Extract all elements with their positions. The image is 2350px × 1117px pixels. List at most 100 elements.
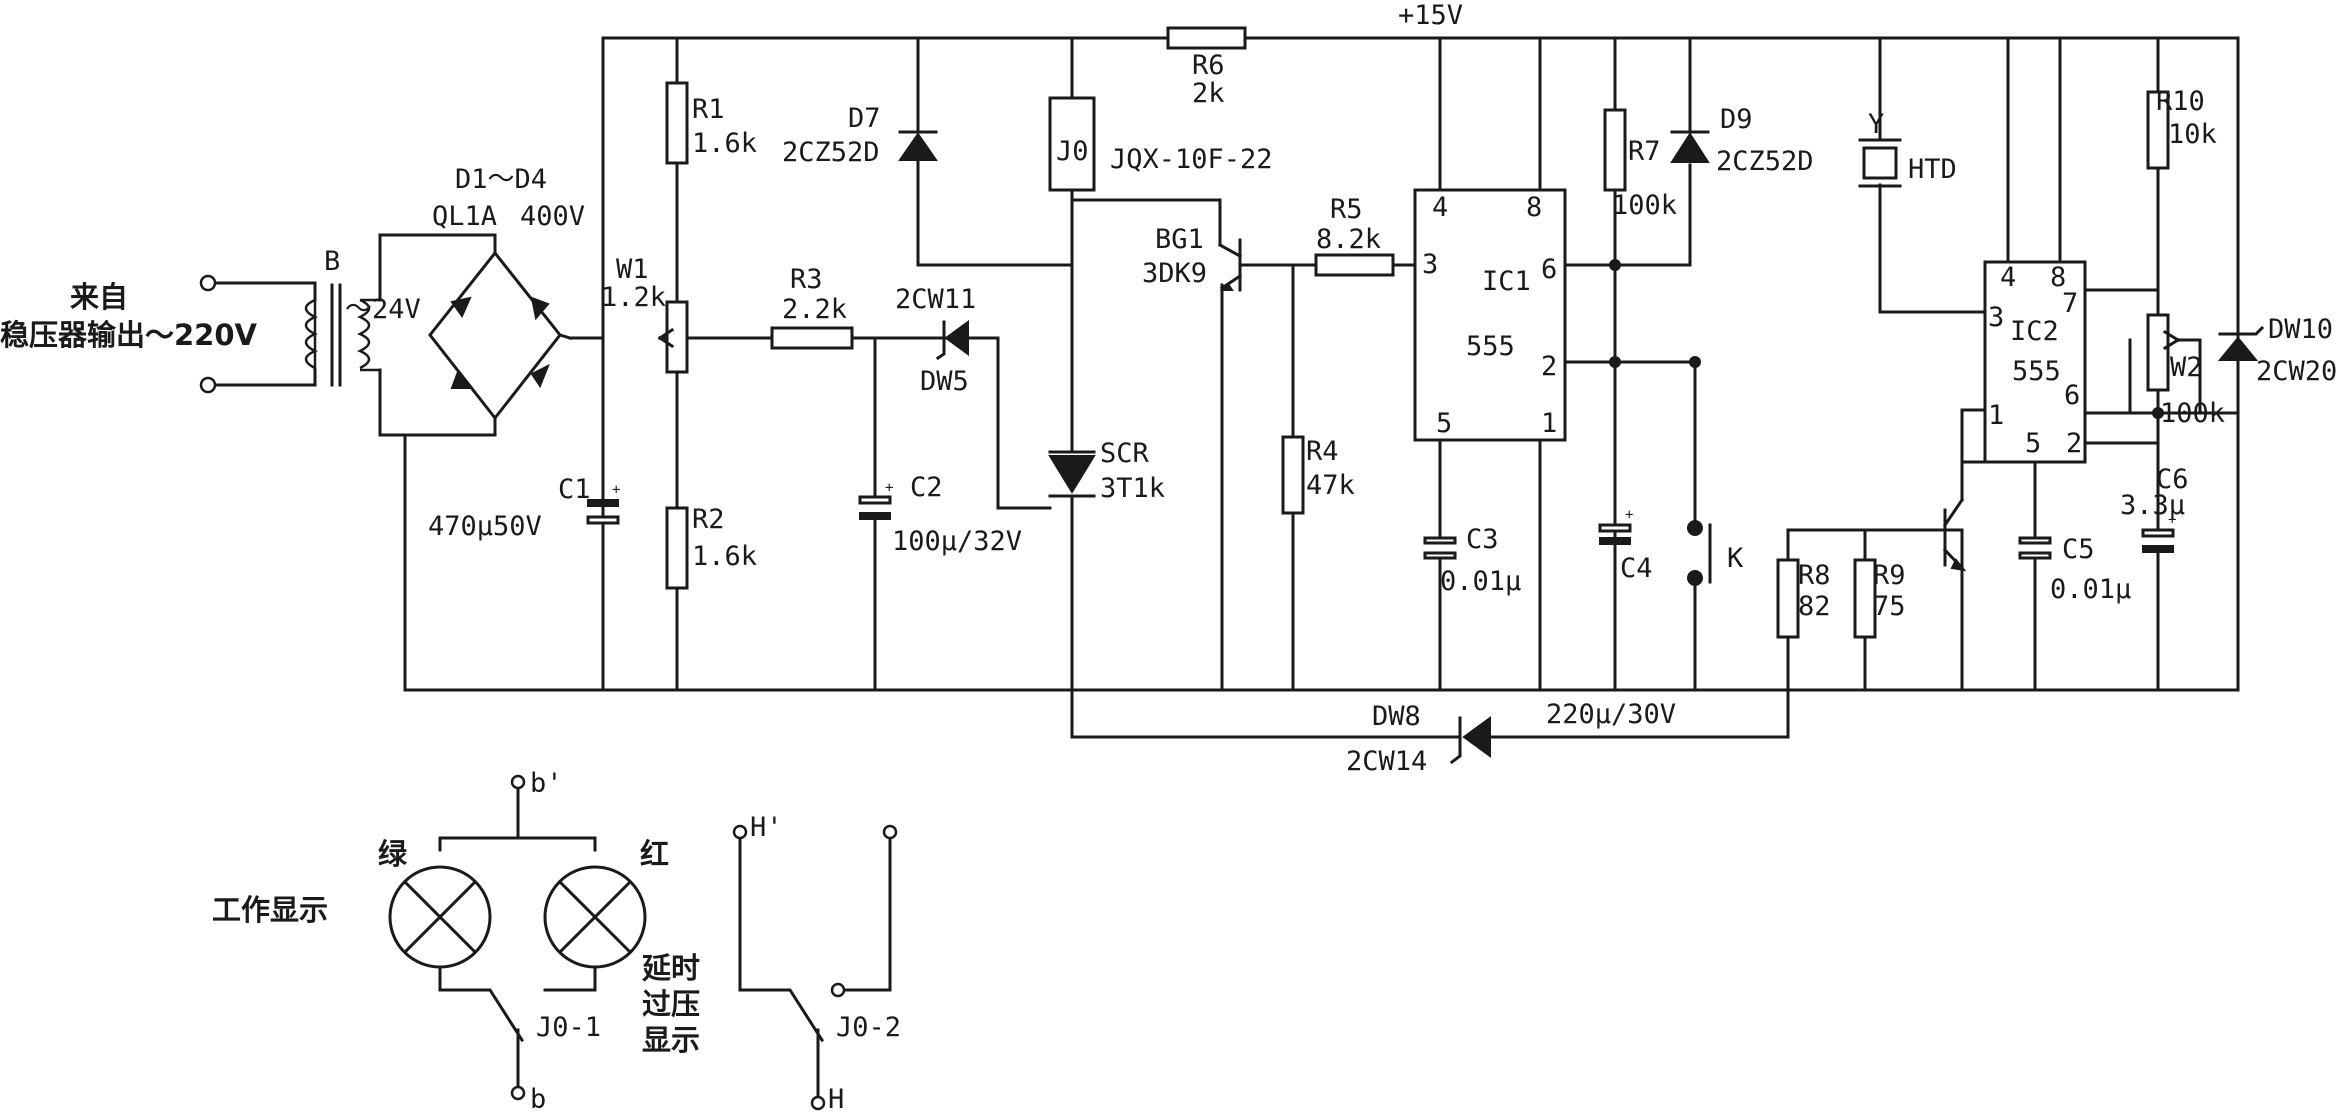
dw10-value: 2CW20: [2256, 356, 2337, 387]
c1-value: 470μ50V: [428, 511, 542, 542]
terminal-h: H: [828, 1084, 844, 1115]
svg-text:1: 1: [1988, 400, 2004, 431]
capacitor-c2: +: [858, 480, 893, 520]
w1-ref: W1: [616, 254, 649, 285]
svg-text:3: 3: [1422, 249, 1438, 280]
resistor-r8: [1776, 558, 1800, 639]
note-line3: 显示: [642, 1023, 700, 1057]
bg1-value: 3DK9: [1142, 258, 1207, 289]
r10-value: 10k: [2168, 119, 2217, 150]
svg-text:8: 8: [1526, 192, 1542, 223]
dw10-ref: DW10: [2268, 314, 2333, 345]
d9-ref: D9: [1720, 104, 1753, 135]
r1-value: 1.6k: [692, 128, 757, 159]
r2-ref: R2: [692, 504, 725, 535]
svg-text:+: +: [885, 480, 893, 496]
r3-value: 2.2k: [782, 294, 847, 325]
r7-ref: R7: [1628, 136, 1661, 167]
r6-value: 2k: [1192, 78, 1225, 109]
input-label-line2: 稳压器输出～220V: [0, 318, 258, 352]
terminal-b: b: [530, 1084, 546, 1115]
svg-text:2: 2: [2066, 428, 2082, 459]
j0-value: JQX-10F-22: [1110, 144, 1273, 175]
j0-ref: J0: [1056, 136, 1089, 167]
note-line2: 过压: [642, 987, 700, 1021]
c5-value: 0.01μ: [2050, 574, 2131, 605]
svg-text:7: 7: [2062, 288, 2078, 319]
c2-value: 100μ/32V: [892, 526, 1022, 557]
w2-ref: W2: [2170, 352, 2203, 383]
input-terminal-top: [199, 274, 217, 292]
ic1-555: [1413, 188, 1567, 442]
input-terminal-bottom: [199, 376, 217, 394]
c6-ref: C6: [2156, 464, 2189, 495]
buzzer-y: [1858, 138, 1902, 188]
w1-value: 1.2k: [601, 282, 666, 313]
ic1-value: 555: [1466, 331, 1515, 362]
k-ref: K: [1727, 543, 1744, 574]
indicator-title: 工作显示: [212, 893, 328, 927]
c4-ref: C4: [1620, 553, 1653, 584]
svg-text:6: 6: [2064, 380, 2080, 411]
bridge-voltage: 400V: [520, 201, 585, 232]
switch-k: [1687, 520, 1712, 586]
r1-ref: R1: [692, 94, 725, 125]
wires: [208, 36, 2240, 739]
transistor-bg1: [1217, 238, 1243, 292]
svg-text:+: +: [2168, 512, 2176, 528]
input-label-line1: 来自: [70, 280, 128, 314]
svg-text:8: 8: [2050, 262, 2066, 293]
svg-text:4: 4: [1432, 192, 1448, 223]
c3-ref: C3: [1466, 524, 1499, 555]
diode-d9: [1670, 130, 1710, 163]
bridge-part: QL1A: [432, 201, 497, 232]
svg-text:+: +: [1625, 507, 1633, 523]
ic1-ref: IC1: [1482, 266, 1531, 297]
svg-text:1: 1: [1541, 408, 1557, 439]
rail-label: +15V: [1398, 0, 1463, 31]
red-label: 红: [640, 837, 669, 871]
dw5-ref: DW5: [920, 366, 969, 397]
bridge-name: D1～D4: [455, 164, 547, 195]
dw8-value: 2CW14: [1346, 746, 1427, 777]
scr-value: 3T1k: [1100, 473, 1165, 504]
r6-ref: R6: [1192, 50, 1225, 81]
c2-ref: C2: [910, 472, 943, 503]
capacitor-c1: +: [586, 482, 620, 525]
potentiometer-w2: [2146, 313, 2170, 392]
svg-text:5: 5: [1436, 408, 1452, 439]
transistor-q2: [1942, 497, 1967, 572]
svg-text:2: 2: [1541, 351, 1557, 382]
note-line1: 延时: [641, 951, 700, 985]
bridge-d1-d4: [428, 250, 572, 421]
svg-text:4: 4: [2000, 262, 2016, 293]
r8-ref: R8: [1798, 560, 1831, 591]
w1-wiper-arrow: [657, 327, 675, 349]
r4-ref: R4: [1306, 436, 1339, 467]
dw8-ref: DW8: [1372, 701, 1421, 732]
svg-text:5: 5: [2025, 428, 2041, 459]
c1-ref: C1: [558, 474, 591, 505]
transformer-label: B: [324, 246, 340, 277]
r4-value: 47k: [1306, 470, 1355, 501]
w2-value: 100k: [2160, 398, 2225, 429]
svg-text:3: 3: [1988, 302, 2004, 333]
resistor-r9: [1853, 558, 1877, 639]
svg-text:6: 6: [1541, 254, 1557, 285]
r5-value: 8.2k: [1316, 224, 1381, 255]
contact-j0-2: J0-2: [836, 1012, 901, 1043]
resistors: [657, 26, 2181, 639]
capacitor-c3: [1423, 536, 1457, 560]
resistor-r5: [1314, 253, 1395, 277]
secondary-label: ～24V: [345, 294, 421, 325]
thyristor-scr: [1048, 450, 1096, 498]
r7-value: 100k: [1612, 190, 1677, 221]
svg-text:+: +: [612, 482, 620, 498]
junctions: [1609, 259, 2164, 419]
capacitor-c6: +: [2141, 512, 2176, 553]
resistor-r4: [1281, 435, 1305, 515]
r8-value: 82: [1798, 591, 1831, 622]
resistor-r6: [1166, 26, 1247, 50]
